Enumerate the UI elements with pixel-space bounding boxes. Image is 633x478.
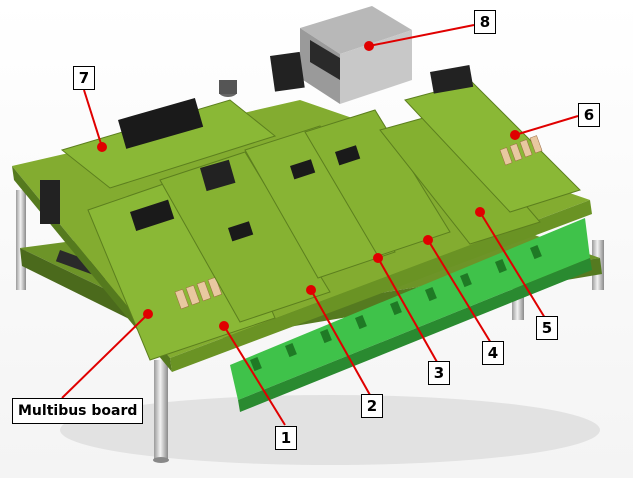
leader-lines (61, 24, 579, 426)
callout-4: 4 (482, 341, 504, 365)
module-7 (60, 80, 277, 189)
terminal-block (230, 218, 592, 412)
standoff-front-left (153, 360, 169, 463)
callout-multibus-board: Multibus board (12, 398, 144, 424)
callout-2: 2 (361, 394, 383, 418)
callout-1: 1 (275, 426, 297, 450)
callout-7: 7 (73, 66, 95, 90)
module-2 (159, 151, 331, 323)
module-3 (244, 125, 396, 279)
callout-6: 6 (578, 103, 600, 127)
module-4 (304, 109, 451, 257)
callout-5: 5 (536, 316, 558, 340)
callout-3: 3 (428, 361, 450, 385)
ethernet-jack (300, 6, 412, 104)
callout-8: 8 (474, 10, 496, 34)
